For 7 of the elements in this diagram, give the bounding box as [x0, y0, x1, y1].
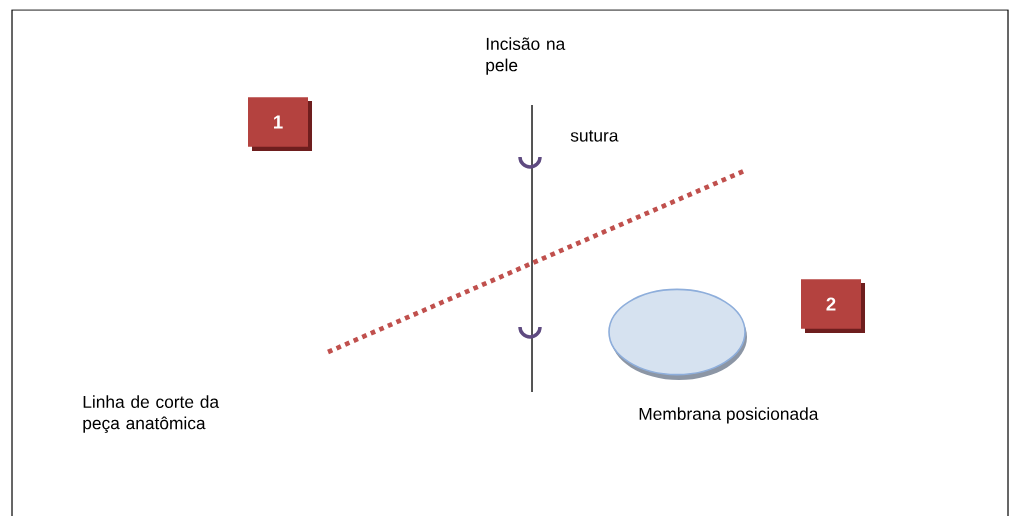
label: Incisão na pele [486, 37, 566, 75]
label: Linha de corte da peça anatômica [83, 395, 220, 433]
membrane-drawing [608, 288, 747, 380]
number-box: 1 [248, 97, 312, 151]
node-label: Membrana posicionada [639, 407, 819, 424]
number-box: 2 [801, 279, 865, 333]
label: sutura [570, 130, 619, 142]
